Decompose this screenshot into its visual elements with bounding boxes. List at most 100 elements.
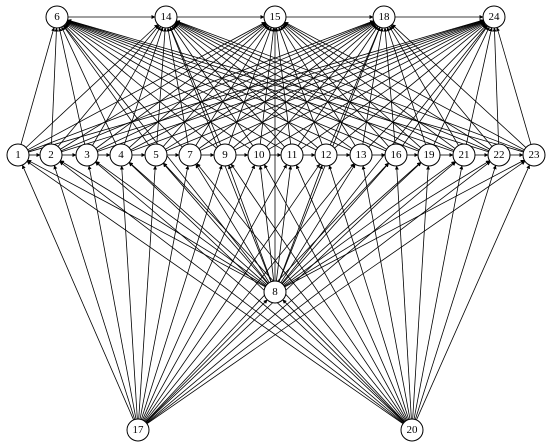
node-3[interactable]: 3 bbox=[75, 143, 99, 167]
edge-22-to-24 bbox=[492, 27, 500, 145]
node-circle bbox=[213, 143, 237, 167]
edge-8-to-13 bbox=[280, 163, 356, 283]
edge-17-to-2 bbox=[53, 165, 136, 420]
edge-17-to-7 bbox=[139, 165, 190, 420]
edge-4-to-24 bbox=[131, 20, 485, 152]
node-circle bbox=[372, 5, 396, 29]
node-17[interactable]: 17 bbox=[126, 418, 150, 442]
edge-17-to-3 bbox=[87, 165, 137, 420]
node-4[interactable]: 4 bbox=[109, 143, 133, 167]
node-label: 10 bbox=[254, 149, 266, 161]
node-10[interactable]: 10 bbox=[247, 143, 271, 167]
node-circle bbox=[482, 5, 506, 29]
node-12[interactable]: 12 bbox=[314, 143, 338, 167]
node-5[interactable]: 5 bbox=[144, 143, 168, 167]
edge-19-to-14 bbox=[175, 21, 420, 151]
node-2[interactable]: 2 bbox=[39, 143, 63, 167]
node-13[interactable]: 13 bbox=[349, 143, 373, 167]
edge-22-to-6 bbox=[67, 19, 489, 153]
edge-20-to-1 bbox=[26, 160, 404, 425]
node-14[interactable]: 14 bbox=[154, 5, 178, 29]
edge-7-to-18 bbox=[198, 23, 376, 149]
edge-5-to-24 bbox=[166, 20, 485, 152]
edge-22-to-14 bbox=[175, 20, 489, 152]
node-circle bbox=[247, 143, 271, 167]
edge-8-to-1 bbox=[27, 159, 266, 288]
node-circle bbox=[144, 143, 168, 167]
edge-20-to-16 bbox=[394, 165, 412, 420]
edge-20-to-19 bbox=[412, 165, 431, 420]
node-16[interactable]: 16 bbox=[384, 143, 408, 167]
edge-11-to-18 bbox=[297, 25, 379, 147]
node-22[interactable]: 22 bbox=[487, 143, 511, 167]
node-18[interactable]: 18 bbox=[372, 5, 396, 29]
edge-20-to-11 bbox=[296, 164, 408, 421]
node-1[interactable]: 1 bbox=[6, 143, 30, 167]
edge-17-to-4 bbox=[119, 165, 138, 420]
node-6[interactable]: 6 bbox=[45, 5, 69, 29]
edge-8-to-9 bbox=[228, 164, 272, 282]
node-label: 2 bbox=[48, 149, 54, 161]
node-circle bbox=[263, 5, 287, 29]
node-23[interactable]: 23 bbox=[522, 143, 546, 167]
node-circle bbox=[75, 143, 99, 167]
edge-5-to-6 bbox=[63, 25, 150, 147]
edge-10-to-15 bbox=[259, 27, 276, 145]
node-label: 18 bbox=[379, 11, 391, 23]
node-label: 15 bbox=[270, 11, 282, 23]
node-label: 5 bbox=[153, 149, 159, 161]
edge-20-to-12 bbox=[328, 165, 410, 420]
edge-11-to-24 bbox=[300, 22, 486, 150]
edge-8-to-16 bbox=[281, 162, 390, 285]
edge-20-to-3 bbox=[95, 161, 404, 424]
edge-11-to-14 bbox=[173, 24, 285, 148]
edge-5-to-15 bbox=[162, 25, 269, 147]
edge-12-to-14 bbox=[174, 23, 318, 149]
node-circle bbox=[263, 280, 287, 304]
node-9[interactable]: 9 bbox=[213, 143, 237, 167]
node-21[interactable]: 21 bbox=[452, 143, 476, 167]
node-11[interactable]: 11 bbox=[280, 143, 304, 167]
node-label: 6 bbox=[54, 11, 60, 23]
edge-4-to-6 bbox=[61, 26, 117, 146]
node-circle bbox=[384, 143, 408, 167]
edge-21-to-6 bbox=[67, 19, 454, 152]
edge-3-to-24 bbox=[97, 19, 484, 152]
edge-22-to-15 bbox=[284, 22, 490, 150]
node-circle bbox=[522, 143, 546, 167]
edge-7-to-14 bbox=[166, 27, 189, 145]
node-label: 9 bbox=[222, 149, 228, 161]
node-circle bbox=[349, 143, 373, 167]
edge-10-to-14 bbox=[171, 25, 254, 147]
node-label: 24 bbox=[489, 11, 501, 23]
node-24[interactable]: 24 bbox=[482, 5, 506, 29]
edge-8-to-11 bbox=[275, 165, 293, 282]
edge-17-to-23 bbox=[146, 160, 526, 425]
node-circle bbox=[178, 143, 202, 167]
edge-12-to-24 bbox=[334, 23, 486, 149]
edge-19-to-6 bbox=[66, 20, 419, 152]
edge-12-to-15 bbox=[278, 26, 323, 145]
node-20[interactable]: 20 bbox=[400, 418, 424, 442]
edge-4-to-18 bbox=[130, 21, 375, 151]
node-label: 12 bbox=[321, 149, 332, 161]
node-7[interactable]: 7 bbox=[178, 143, 202, 167]
node-8[interactable]: 8 bbox=[263, 280, 287, 304]
node-label: 8 bbox=[272, 286, 278, 298]
edge-20-to-10 bbox=[263, 164, 408, 421]
edge-9-to-24 bbox=[234, 21, 485, 151]
node-circle bbox=[314, 143, 338, 167]
node-label: 13 bbox=[356, 149, 368, 161]
edge-16-to-6 bbox=[66, 20, 386, 152]
node-19[interactable]: 19 bbox=[417, 143, 441, 167]
edge-8-to-12 bbox=[278, 164, 323, 282]
edge-17-to-5 bbox=[138, 165, 158, 420]
edge-13-to-15 bbox=[280, 25, 356, 146]
edge-13-to-14 bbox=[174, 23, 353, 149]
node-15[interactable]: 15 bbox=[263, 5, 287, 29]
edge-20-to-23 bbox=[416, 164, 530, 421]
node-label: 4 bbox=[118, 149, 124, 161]
edge-1-to-14 bbox=[25, 24, 159, 148]
node-circle bbox=[109, 143, 133, 167]
